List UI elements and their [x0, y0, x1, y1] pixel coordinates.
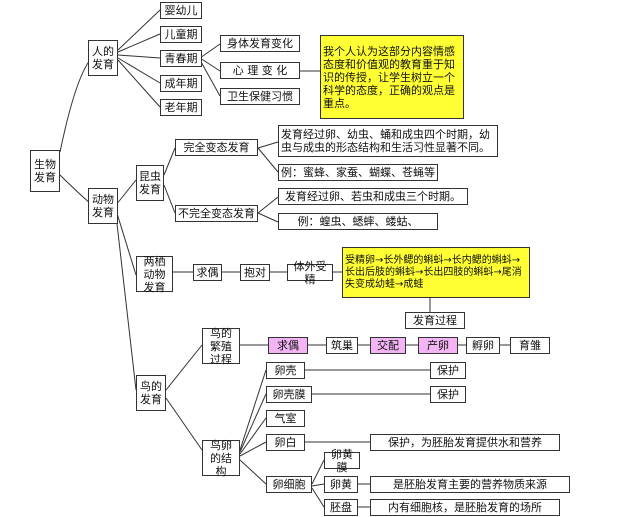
incomplete-example: 例：蝗虫、蟋蟀、蝼蛄、	[278, 213, 438, 230]
yolk: 卵黄	[324, 476, 358, 493]
egg-shell-membrane: 卵壳膜	[266, 386, 312, 403]
bird-node: 鸟的发育	[136, 375, 166, 411]
albumen-function: 保护，为胚胎发育提供水和营养	[370, 434, 560, 451]
breeding-laying: 产卵	[418, 337, 458, 354]
breeding-courtship: 求偶	[268, 337, 308, 354]
breeding-nest: 筑巢	[326, 337, 358, 354]
complete-desc: 发育经过卵、幼虫、蛹和成虫四个时期，幼虫与成虫的形态结构和生活习性显著不同。	[278, 125, 498, 157]
amphibian-amplexus: 抱对	[240, 264, 270, 281]
breeding-mating: 交配	[370, 337, 406, 354]
incomplete-desc: 发育经过卵、若虫和成虫三个时期。	[278, 188, 468, 205]
germinal-disc: 胚盘	[324, 499, 358, 516]
puberty-mind: 心 理 变 化	[220, 62, 300, 79]
complete-example: 例：蜜蜂、家蚕、蝴蝶、苍蝇等	[278, 164, 438, 181]
albumen: 卵白	[266, 434, 305, 451]
bird-breeding-node: 鸟的繁殖过程	[202, 327, 240, 366]
amphibian-fertilization: 体外受精	[287, 260, 333, 286]
stage-old: 老年期	[160, 99, 202, 116]
breeding-brooding: 育雏	[510, 337, 550, 354]
stage-infant: 婴幼儿	[160, 2, 202, 19]
frog-development-process: 受精卵→长外鳃的蝌蚪→长内鳃的蝌蚪→长出后肢的蝌蚪→长出四肢的蝌蚪→尾消失变成幼…	[342, 247, 530, 298]
egg-shell: 卵壳	[266, 362, 305, 379]
air-cell: 气室	[266, 410, 305, 427]
complete-metamorphosis: 完全变态发育	[175, 139, 258, 156]
animal-node: 动物发育	[88, 188, 118, 224]
development-process-label: 发育过程	[405, 312, 465, 329]
insect-node: 昆虫发育	[136, 165, 164, 201]
incomplete-metamorphosis: 不完全变态发育	[175, 205, 258, 222]
vitelline-membrane: 卵黄膜	[324, 448, 360, 474]
disc-function: 内有细胞核，是胚胎发育的场所	[370, 499, 560, 516]
teacher-note: 我个人认为这部分内容情感态度和价值观的教育重于知识的传授，让学生树立一个科学的态…	[320, 35, 464, 119]
stage-puberty: 青春期	[160, 50, 202, 67]
amphibian-node: 两栖动物发育	[136, 255, 173, 294]
yolk-function: 是胚胎发育主要的营养物质来源	[370, 476, 570, 493]
stage-child: 儿童期	[160, 26, 202, 43]
stage-adult: 成年期	[160, 75, 202, 92]
shell-function: 保护	[430, 362, 466, 379]
root-node: 生物发育	[30, 150, 60, 192]
puberty-hygiene: 卫生保健习惯	[220, 88, 300, 105]
membrane-function: 保护	[430, 386, 466, 403]
human-node: 人的发育	[88, 40, 118, 76]
egg-structure-node: 鸟卵的结构	[202, 439, 240, 478]
amphibian-courtship: 求偶	[193, 264, 222, 281]
egg-cell: 卵细胞	[266, 476, 312, 493]
puberty-body: 身体发育变化	[220, 35, 300, 52]
breeding-incubation: 孵卵	[466, 337, 500, 354]
